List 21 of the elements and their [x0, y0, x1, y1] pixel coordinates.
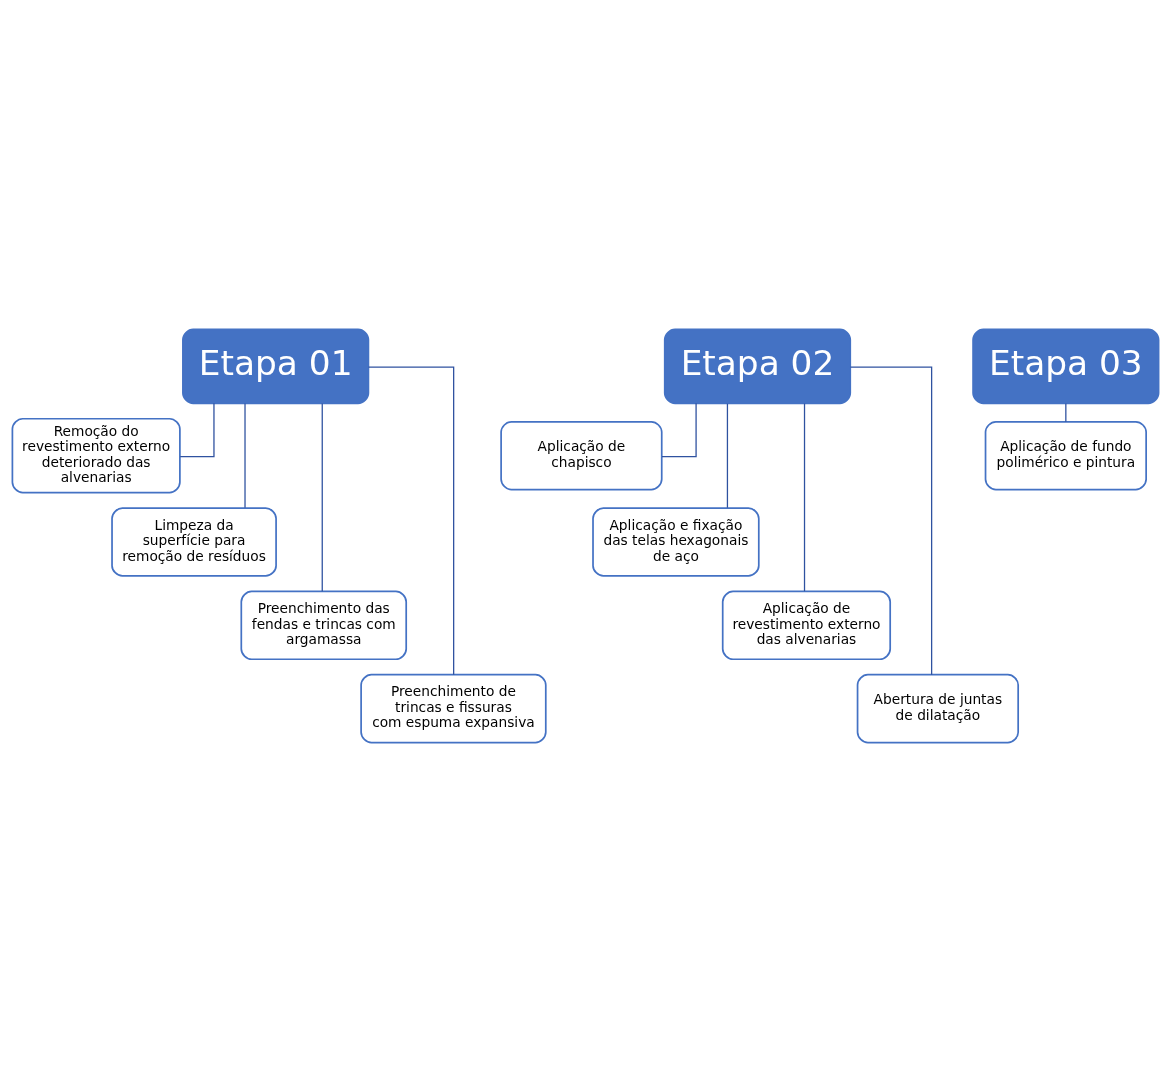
connector	[726, 402, 729, 509]
connector	[321, 402, 323, 592]
node-box: Remoção do revestimento externo deteriorado das alvenarias	[11, 417, 181, 494]
node-box: Preenchimento de trincas e fissuras com espuma expansiva	[360, 673, 547, 744]
node-box: Limpeza da superfície para remoção de resíduos	[111, 507, 277, 577]
node-box: Aplicação e fixação das telas hexagonais de aço	[592, 507, 760, 577]
node-box: Etapa 02	[663, 328, 852, 405]
connector	[803, 402, 806, 592]
node-box: Etapa 01	[182, 328, 370, 405]
node-box: Aplicação de chapisco	[500, 420, 663, 491]
node-box: Aplicação de fundo polimérico e pintura	[984, 420, 1147, 491]
node-box: Aplicação de revestimento externo das alvenarias	[721, 590, 892, 661]
node-box: Abertura de juntas de dilatação	[856, 673, 1020, 744]
connector	[244, 402, 246, 509]
node-box: Preenchimento das fendas e trincas com argamassa	[240, 590, 408, 661]
connector	[367, 366, 455, 676]
connector	[1065, 402, 1067, 423]
connector	[849, 366, 933, 676]
connector	[179, 402, 215, 458]
node-box: Etapa 03	[972, 328, 1160, 405]
connector	[661, 402, 697, 458]
